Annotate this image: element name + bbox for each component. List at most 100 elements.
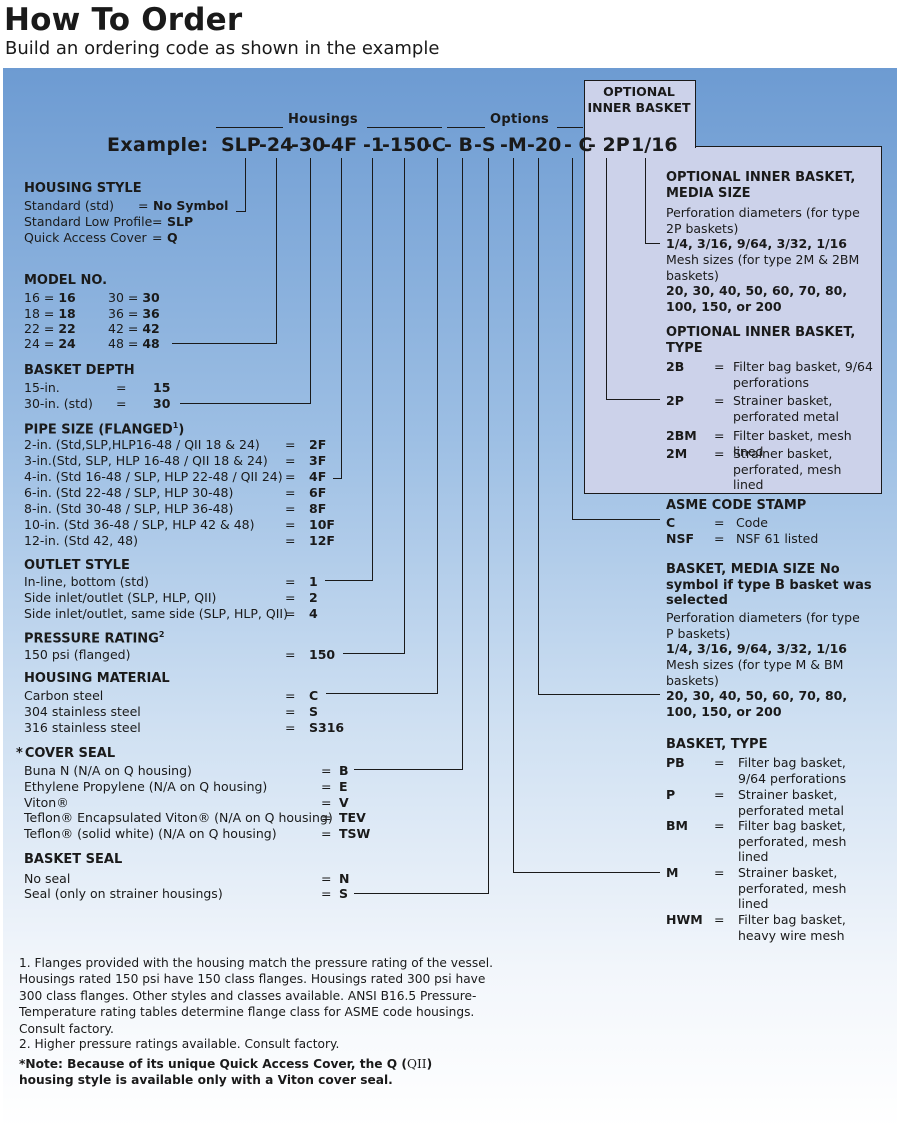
cover-seal-label: Ethylene Propylene (N/A on Q housing) [24, 779, 268, 794]
basket-depth-label: 30-in. (std) [24, 396, 93, 411]
cover-seal-eq: = [321, 779, 332, 794]
model-no-title: MODEL NO. [24, 273, 108, 288]
basket-type-desc: Filter bag basket, perforated, mesh line… [738, 818, 847, 865]
pressure-rating-title: PRESSURE RATING2 [24, 630, 165, 647]
inner-media-perf-label: Perforation diameters (for type 2P baske… [666, 205, 860, 236]
outlet-style-label: Side inlet/outlet (SLP, HLP, QII) [24, 590, 217, 605]
code-segment-inner-type: - 2P [588, 134, 630, 156]
options-group-label: Options [490, 112, 550, 127]
cover-seal-eq: = [321, 795, 332, 810]
pipe-size-label: 10-in. (Std 36-48 / SLP, HLP 42 & 48) [24, 517, 255, 532]
housing-style-label: Standard (std) [24, 198, 114, 213]
model-no-row: 24 = 24 [24, 336, 76, 351]
basket-depth-code: 30 [153, 396, 171, 411]
inner-type-desc: Strainer basket, perforated, mesh lined [733, 446, 842, 493]
basket-type-title: BASKET, TYPE [666, 737, 768, 752]
outlet-style-label: In-line, bottom (std) [24, 574, 149, 589]
housing-style-eq: = [152, 230, 163, 245]
basket-media-perf-label: Perforation diameters (for type P basket… [666, 610, 860, 641]
pipe-size-code: 4F [309, 469, 327, 484]
inner-type-title: OPTIONAL INNER BASKET, TYPE [666, 325, 856, 356]
basket-depth-code: 15 [153, 380, 171, 395]
basket-depth-label: 15-in. [24, 380, 60, 395]
code-segment-basket-type: -M [500, 134, 527, 156]
code-segment-pipe: -4F [323, 134, 358, 156]
pipe-size-code: 8F [309, 501, 327, 516]
footnote-2: 2. Higher pressure ratings available. Co… [19, 1037, 340, 1051]
housing-style-label: Standard Low Profile [24, 214, 153, 229]
pressure-rating-eq: = [285, 647, 296, 662]
inner-type-eq: = [714, 446, 725, 461]
page-subtitle: Build an ordering code as shown in the e… [5, 38, 440, 59]
basket-media-title: BASKET, MEDIA SIZE No symbol if type B b… [666, 562, 872, 608]
pipe-size-eq: = [285, 517, 296, 532]
housing-style-eq: = [138, 198, 149, 213]
page-title: How To Order [4, 2, 243, 38]
pipe-size-code: 2F [309, 437, 327, 452]
optional-inner-basket-box [584, 146, 882, 494]
cover-seal-label: Teflon® (solid white) (N/A on Q housing) [24, 826, 277, 841]
cover-seal-code: TEV [339, 810, 366, 825]
housing-material-eq: = [285, 688, 296, 703]
code-segment-model: -24 [259, 134, 294, 156]
outlet-style-title: OUTLET STYLE [24, 558, 130, 573]
pipe-size-label: 6-in. (Std 22-48 / SLP, HLP 30-48) [24, 485, 234, 500]
inner-media-perf-values: 1/4, 3/16, 9/64, 3/32, 1/16 [666, 236, 847, 251]
housing-material-label: 304 stainless steel [24, 704, 141, 719]
basket-type-eq: = [714, 818, 725, 833]
pipe-size-eq: = [285, 501, 296, 516]
asme-code: NSF [666, 531, 695, 546]
pipe-size-code: 12F [309, 533, 335, 548]
inner-type-desc: Filter basket, mesh lined [733, 428, 852, 459]
basket-depth-eq: = [116, 396, 127, 411]
housing-style-code: Q [167, 230, 178, 245]
asme-desc: NSF 61 listed [736, 531, 819, 546]
pipe-size-eq: = [285, 437, 296, 452]
code-segment-media-size: -20 [527, 134, 562, 156]
footnote-1: 1. Flanges provided with the housing mat… [19, 956, 493, 1036]
optional-inner-basket-tab [584, 80, 696, 148]
cover-seal-title: *COVER SEAL [16, 746, 116, 761]
housings-bracket-right [367, 127, 442, 128]
cover-seal-code: V [339, 795, 349, 810]
inner-type-desc: Filter bag basket, 9/64 perforations [733, 359, 873, 390]
basket-type-eq: = [714, 787, 725, 802]
inner-media-title: OPTIONAL INNER BASKET, MEDIA SIZE [666, 170, 856, 201]
outlet-style-eq: = [285, 574, 296, 589]
pipe-size-code: 6F [309, 485, 327, 500]
basket-media-mesh-label: Mesh sizes (for type M & BM baskets) [666, 657, 844, 688]
inner-type-code: 2P [666, 393, 684, 408]
outlet-style-code: 4 [309, 606, 318, 621]
inner-type-code: 2M [666, 446, 688, 461]
basket-type-code: M [666, 865, 679, 880]
cover-seal-code: E [339, 779, 348, 794]
basket-type-eq: = [714, 865, 725, 880]
inner-type-code: 2BM [666, 428, 697, 443]
housing-style-code: SLP [167, 214, 194, 229]
housing-material-label: 316 stainless steel [24, 720, 141, 735]
options-bracket-left [447, 127, 485, 128]
basket-type-code: P [666, 787, 676, 802]
example-label: Example: [107, 134, 209, 156]
basket-type-code: PB [666, 755, 685, 770]
housing-material-eq: = [285, 704, 296, 719]
pipe-size-eq: = [285, 485, 296, 500]
housing-material-title: HOUSING MATERIAL [24, 671, 170, 686]
model-no-row: 36 = 36 [108, 306, 160, 321]
housing-material-code: S [309, 704, 319, 719]
inner-type-eq: = [714, 393, 725, 408]
basket-media-perf-values: 1/4, 3/16, 9/64, 3/32, 1/16 [666, 641, 847, 656]
basket-type-desc: Strainer basket, perforated, mesh lined [738, 865, 847, 912]
cover-seal-label: Buna N (N/A on Q housing) [24, 763, 192, 778]
basket-seal-label: No seal [24, 871, 71, 886]
pressure-rating-label: 150 psi (flanged) [24, 647, 131, 662]
asme-eq: = [714, 531, 725, 546]
pipe-size-code: 3F [309, 453, 327, 468]
outlet-style-code: 2 [309, 590, 318, 605]
inner-type-desc: Strainer basket, perforated metal [733, 393, 840, 424]
options-bracket-right [557, 127, 583, 128]
pipe-size-eq: = [285, 453, 296, 468]
basket-seal-code: S [339, 886, 349, 901]
model-no-row: 18 = 18 [24, 306, 76, 321]
basket-seal-label: Seal (only on strainer housings) [24, 886, 223, 901]
